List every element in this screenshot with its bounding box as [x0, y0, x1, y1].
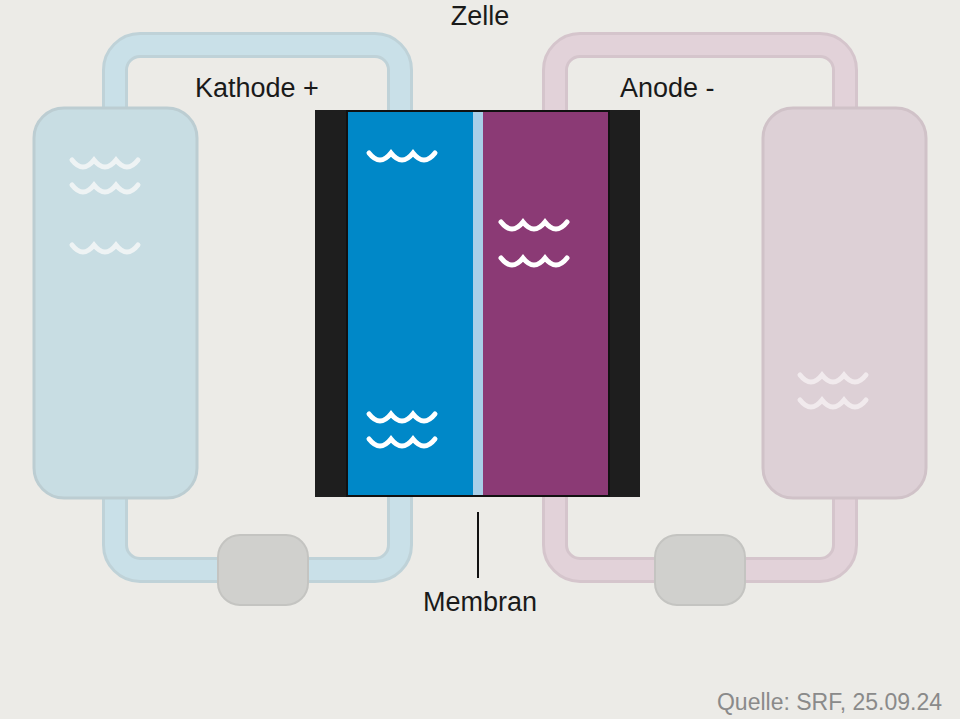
cell-box: Zelle	[315, 110, 640, 497]
anode-tank	[763, 108, 926, 498]
tank-waves	[72, 160, 138, 252]
membrane	[473, 110, 483, 497]
cell-waves	[369, 153, 567, 446]
anode-half	[483, 110, 608, 497]
source-note: Quelle: SRF, 25.09.24	[717, 690, 942, 715]
tank-waves	[800, 375, 866, 407]
cathode-half	[348, 110, 473, 497]
pump	[218, 535, 308, 605]
cell-title: Zelle	[451, 2, 510, 32]
electrode-plates	[315, 110, 640, 497]
electrode-label: Anode -	[620, 74, 715, 104]
part-label: Membran	[423, 588, 537, 618]
pump	[655, 535, 745, 605]
membrane-leader	[477, 512, 479, 578]
cathode-tank	[34, 108, 197, 498]
electrode-label: Kathode +	[195, 74, 319, 104]
cell-border	[347, 111, 609, 496]
